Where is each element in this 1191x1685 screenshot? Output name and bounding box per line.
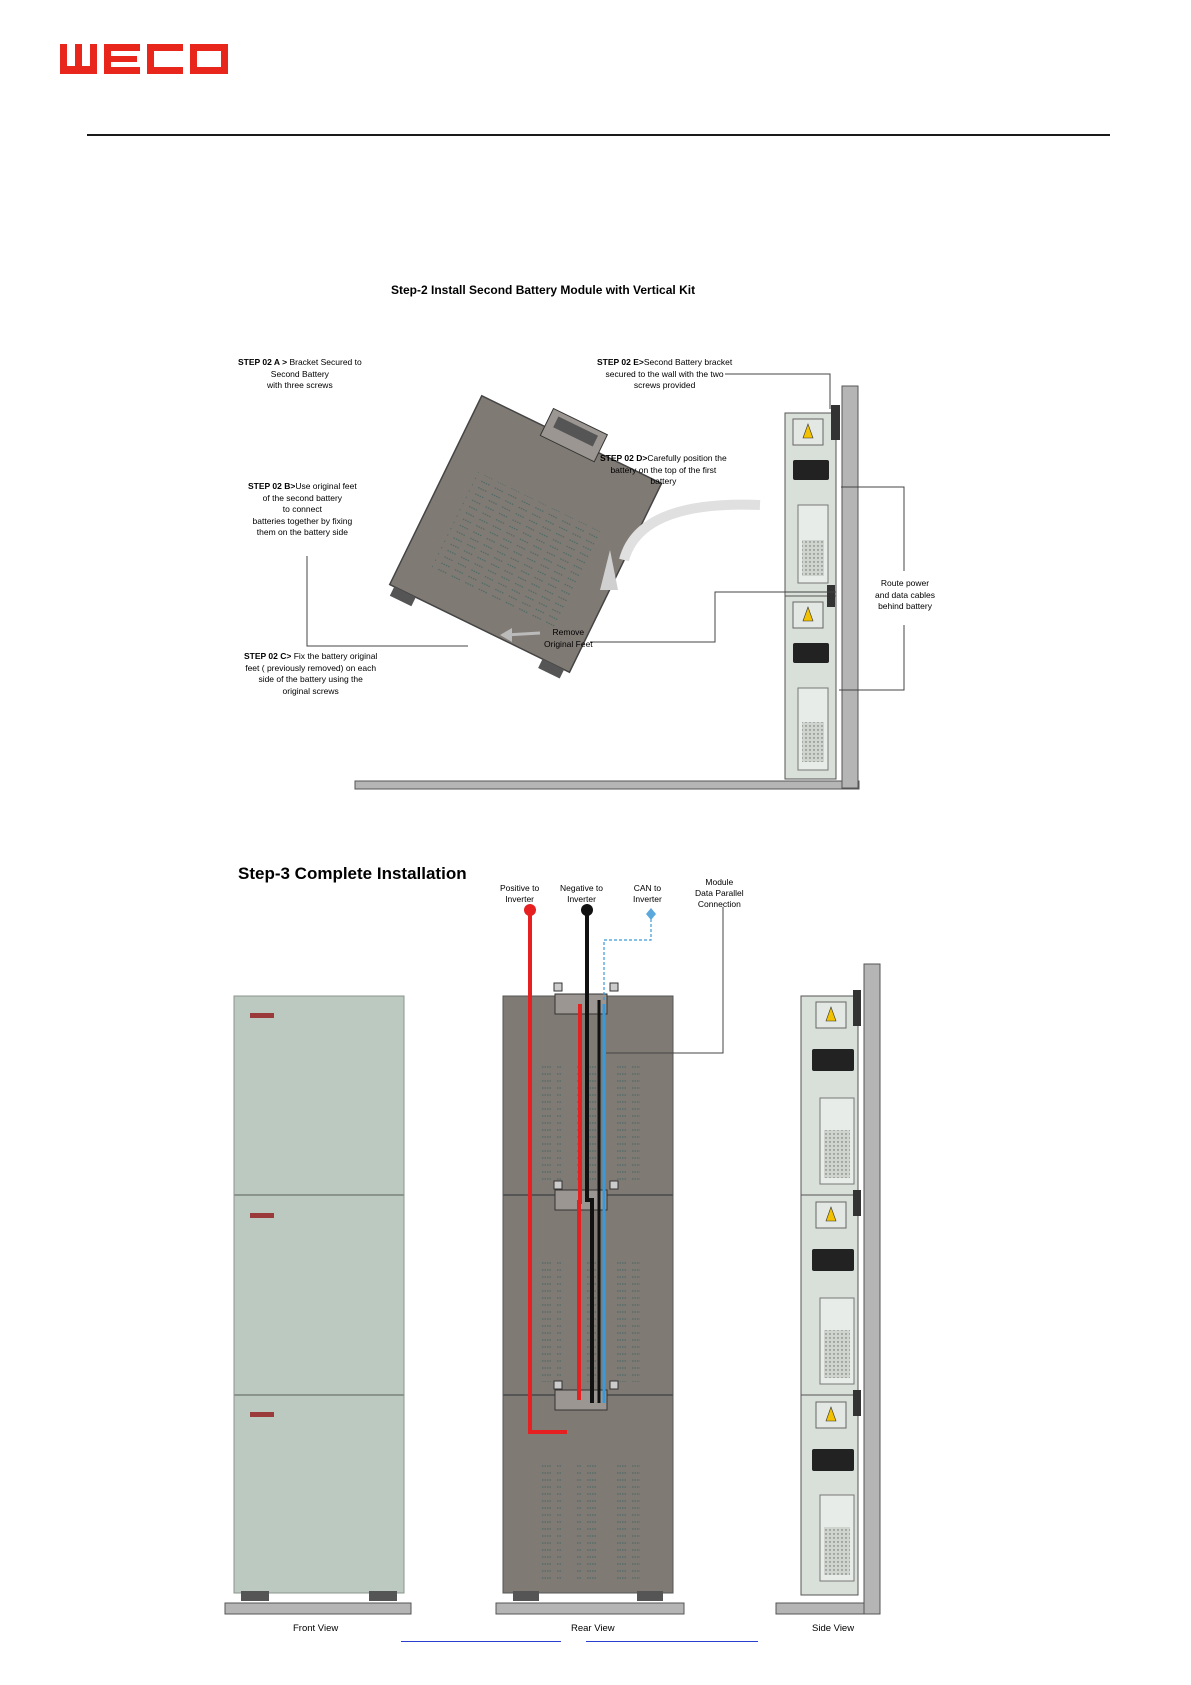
step2-note-b: STEP 02 B>Use original feet of the secon… [248, 481, 357, 537]
rear-view-stack [495, 904, 724, 1615]
step2-note-d: STEP 02 D>Carefully position the battery… [600, 453, 727, 486]
side-view-stack [775, 963, 881, 1615]
step2-note-c: STEP 02 C> Fix the battery original feet… [244, 651, 378, 696]
front-view-label: Front View [293, 1623, 339, 1634]
positive-to-inverter-label: Positive to Inverter [500, 883, 540, 904]
negative-to-inverter-label: Negative to Inverter [560, 883, 603, 904]
header-rule [87, 134, 1110, 136]
step2-note-e: STEP 02 E>Second Battery bracket secured… [597, 357, 733, 390]
step2-title: Step-2 Install Second Battery Module wit… [391, 283, 696, 297]
step2-note-a: STEP 02 A > Bracket Secured to Second Ba… [238, 357, 362, 390]
front-view-stack [224, 995, 412, 1615]
weco-logo [60, 42, 240, 76]
footer-link-underline-left [401, 1641, 561, 1642]
step3-title: Step-3 Complete Installation [238, 864, 467, 883]
rear-view-label: Rear View [571, 1623, 615, 1634]
step2-remove-feet-label: Remove Original Feet [544, 627, 593, 649]
footer-link-underline-right [586, 1641, 758, 1642]
can-to-inverter-label: CAN to Inverter [633, 883, 662, 904]
step2-tilted-battery [388, 394, 663, 679]
step2-route-cables-label: Route power and data cables behind batte… [875, 578, 936, 611]
module-data-parallel-label: Module Data Parallel Connection [695, 877, 744, 909]
weco-logo-mark [60, 44, 228, 74]
step2-side-battery-stack [784, 405, 840, 780]
side-view-label: Side View [812, 1623, 855, 1634]
